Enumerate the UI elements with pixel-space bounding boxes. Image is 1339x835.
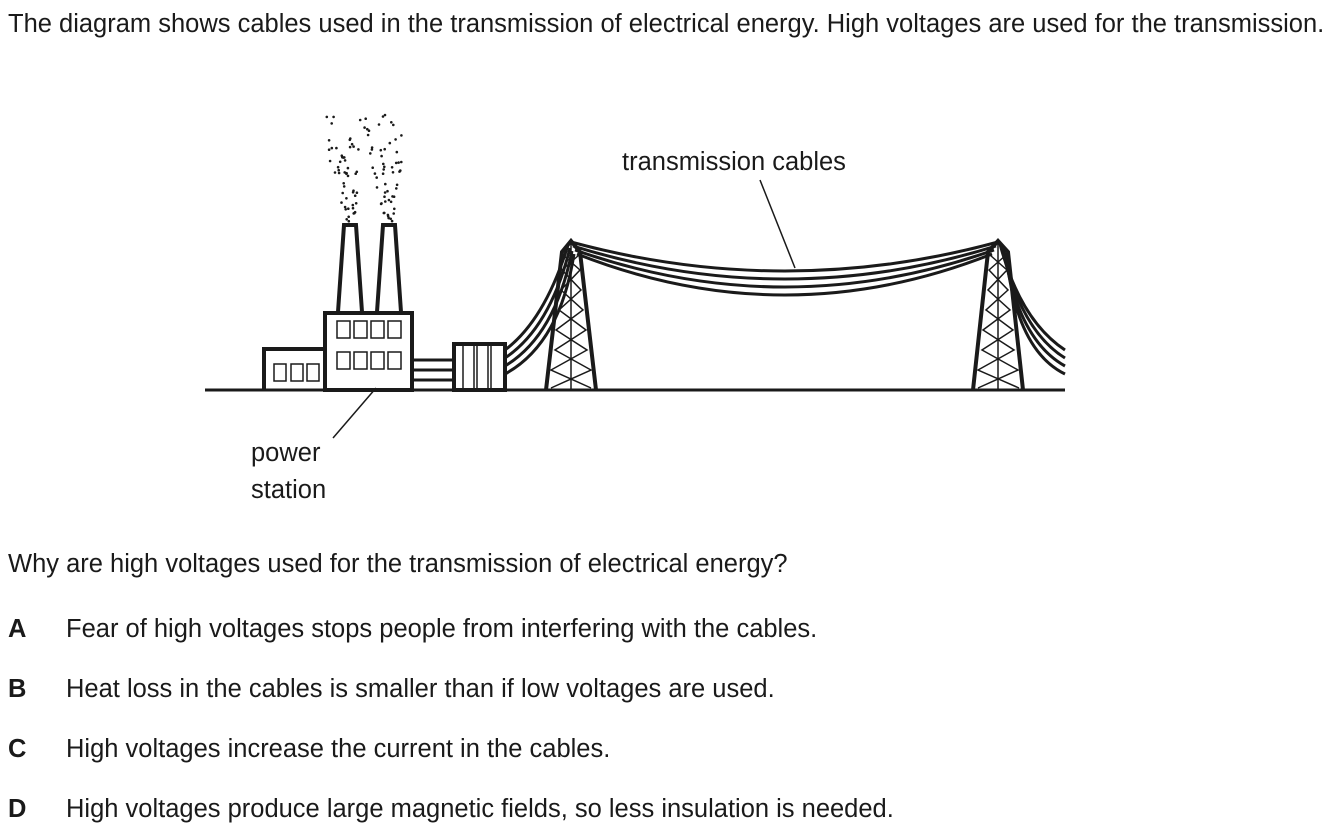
intro-text: The diagram shows cables used in the tra… bbox=[8, 10, 1325, 38]
power-station-label-line1: power bbox=[251, 439, 321, 467]
station-leader-line bbox=[332, 387, 377, 439]
pylon-right-icon bbox=[971, 238, 1025, 391]
question-text: Why are high voltages used for the trans… bbox=[8, 550, 788, 578]
transformer-icon bbox=[452, 342, 507, 392]
option-letter: B bbox=[8, 675, 27, 703]
option-text: High voltages produce large magnetic fie… bbox=[66, 795, 894, 823]
option-a[interactable]: A Fear of high voltages stops people fro… bbox=[8, 611, 817, 647]
transmission-diagram bbox=[205, 113, 1066, 439]
option-text: High voltages increase the current in th… bbox=[66, 735, 611, 763]
option-d[interactable]: D High voltages produce large magnetic f… bbox=[8, 791, 894, 827]
option-c[interactable]: C High voltages increase the current in … bbox=[8, 731, 610, 767]
option-letter: A bbox=[8, 615, 27, 643]
option-b[interactable]: B Heat loss in the cables is smaller tha… bbox=[8, 671, 775, 707]
option-letter: C bbox=[8, 735, 27, 763]
cables-leader-line bbox=[759, 179, 796, 269]
transmission-cables-label: transmission cables bbox=[622, 148, 846, 176]
power-station-label-line2: station bbox=[251, 476, 327, 504]
option-text: Heat loss in the cables is smaller than … bbox=[66, 675, 775, 703]
connector-lines bbox=[412, 358, 454, 382]
building-windows bbox=[273, 320, 402, 382]
transmission-cables bbox=[504, 240, 1066, 376]
option-letter: D bbox=[8, 795, 27, 823]
option-text: Fear of high voltages stops people from … bbox=[66, 615, 818, 643]
smoke-icon bbox=[325, 113, 403, 223]
power-station-building bbox=[262, 311, 414, 392]
chimney-icon bbox=[336, 223, 403, 313]
